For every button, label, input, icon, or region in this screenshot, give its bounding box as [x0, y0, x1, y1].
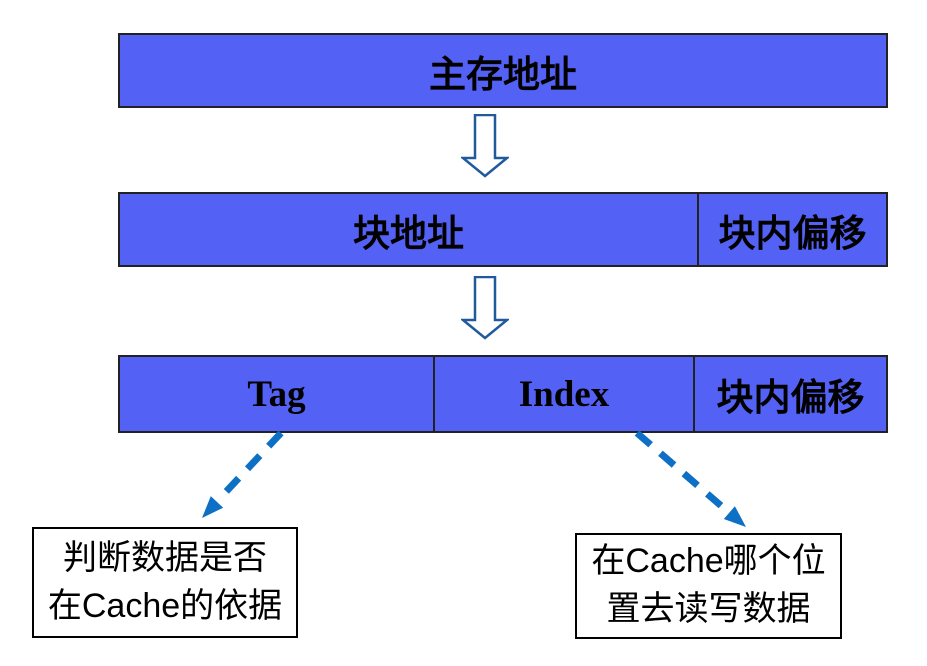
index-annotation-line: 置去读写数据	[606, 590, 811, 628]
dashed-arrow-tag-icon	[202, 430, 284, 518]
tag-index-offset-bar: Tag Index 块内偏移	[118, 355, 888, 433]
block-offset-label: 块内偏移	[697, 194, 886, 265]
tag-annotation-line: 判断数据是否	[63, 538, 267, 577]
index-annotation-box: 在Cache哪个位 置去读写数据	[575, 533, 842, 639]
tag-annotation-line: 在Cache的依据	[47, 586, 283, 625]
down-block-arrow-icon	[461, 114, 509, 178]
tag-annotation-box: 判断数据是否 在Cache的依据	[32, 527, 298, 638]
main-memory-address-bar: 主存地址	[118, 33, 888, 108]
down-block-arrow-icon	[461, 276, 509, 340]
block-address-label: 块地址	[353, 213, 464, 255]
main-memory-address-label: 主存地址	[429, 54, 577, 96]
dashed-arrow-index-icon	[634, 430, 746, 527]
block-address-bar: 块地址 块内偏移	[118, 192, 888, 267]
index-field-label: Index	[433, 357, 693, 431]
tag-field-label: Tag	[247, 373, 306, 415]
index-annotation-line: 在Cache哪个位	[591, 542, 826, 581]
block-offset-label: 块内偏移	[693, 357, 886, 431]
